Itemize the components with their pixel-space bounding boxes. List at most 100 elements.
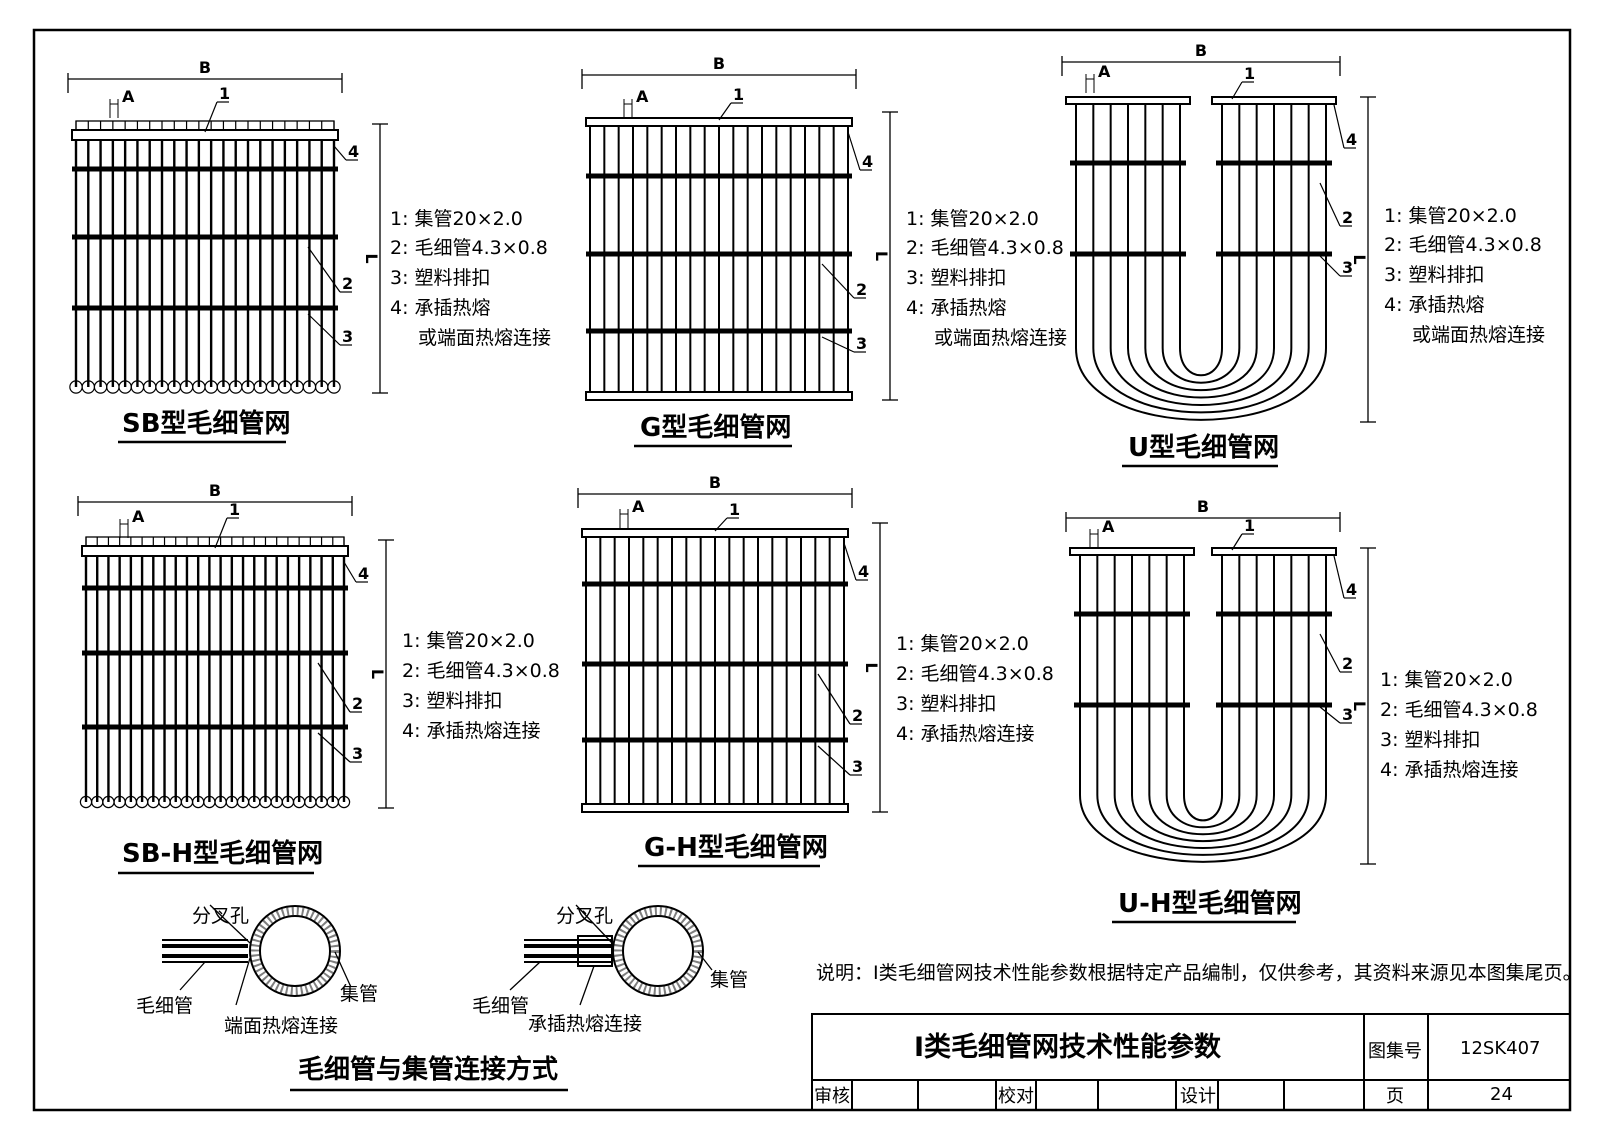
spacing-label: A xyxy=(1098,62,1111,81)
callout-leader xyxy=(204,101,218,133)
u-bend-tube xyxy=(1127,347,1275,399)
callout-leader xyxy=(307,246,341,293)
u-bend-tube xyxy=(1109,347,1293,406)
connection-detail-socket-fusion xyxy=(524,905,704,997)
sb-title: SB型毛细管网 xyxy=(122,408,291,439)
callout-leader xyxy=(718,102,732,121)
callout-leader xyxy=(1333,104,1345,149)
legend-g-2: 2: 毛细管4.3×0.8 xyxy=(906,237,1064,259)
legend-uh-3: 3: 塑料排扣 xyxy=(1380,729,1481,751)
callout-leader xyxy=(817,745,851,776)
legend-uh-2: 2: 毛细管4.3×0.8 xyxy=(1380,699,1538,721)
u-bend-tube xyxy=(1096,794,1310,856)
length-dimension-label: L xyxy=(362,253,381,263)
u-bend-tube xyxy=(1131,794,1275,842)
length-dimension-label: L xyxy=(1350,701,1369,711)
callout-number-3: 3 xyxy=(342,327,353,346)
callout-number-4: 4 xyxy=(358,564,369,583)
legend-u-4: 4: 承插热熔 xyxy=(1384,294,1485,316)
legend-gh-1: 1: 集管20×2.0 xyxy=(896,633,1029,655)
callout-number-4: 4 xyxy=(348,142,359,161)
callout-leader xyxy=(317,662,351,713)
legend-g-5: 或端面热熔连接 xyxy=(934,327,1067,349)
callout-leader xyxy=(714,517,728,532)
callout-leader xyxy=(1231,81,1243,100)
legend-gh-4: 4: 承插热熔连接 xyxy=(896,723,1035,745)
length-dimension-label: L xyxy=(872,251,891,261)
callout-leader xyxy=(214,517,228,549)
legend-g: 1: 集管20×2.0 2: 毛细管4.3×0.8 3: 塑料排扣 4: 承插热… xyxy=(906,208,1067,349)
callout-number-4: 4 xyxy=(858,562,869,581)
legend-gh-2: 2: 毛细管4.3×0.8 xyxy=(896,663,1054,685)
callout-number-4: 4 xyxy=(1346,130,1357,149)
sheet-border xyxy=(32,28,1572,1112)
legend-u-2: 2: 毛细管4.3×0.8 xyxy=(1384,234,1542,256)
g-title: G型毛细管网 xyxy=(640,412,791,443)
leader-line xyxy=(235,957,251,1006)
legend-g-4: 4: 承插热熔 xyxy=(906,297,1007,319)
header-pipe-outer xyxy=(612,905,704,997)
length-dimension-label: L xyxy=(368,669,387,679)
callout-number-3: 3 xyxy=(856,334,867,353)
callout-number-1: 1 xyxy=(1244,516,1255,535)
callout-number-1: 1 xyxy=(229,500,240,519)
u-bend-tube xyxy=(1183,794,1223,822)
callout-number-2: 2 xyxy=(856,280,867,299)
callout-number-4: 4 xyxy=(1346,580,1357,599)
u-bend-tube xyxy=(1075,347,1327,421)
note-text: 说明：I类毛细管网技术性能参数根据特定产品编制，仅供参考，其资料来源见本图集尾页… xyxy=(816,962,1582,984)
u-bend-tube xyxy=(1144,347,1258,391)
legend-g-1: 1: 集管20×2.0 xyxy=(906,208,1039,230)
callout-leader xyxy=(307,313,341,346)
callout-leader xyxy=(1319,633,1341,673)
u-bend-tube xyxy=(1092,347,1310,414)
header-pipe-right xyxy=(1211,96,1337,105)
leader-line xyxy=(209,904,251,944)
legend-gh-3: 3: 塑料排扣 xyxy=(896,693,997,715)
header-pipe-wall xyxy=(614,907,702,995)
header-pipe-wall xyxy=(251,907,339,995)
uh-title: U-H型毛细管网 xyxy=(1118,888,1302,919)
page-label: 页 xyxy=(1386,1086,1404,1107)
legend-sb-1: 1: 集管20×2.0 xyxy=(390,208,523,230)
width-dimension-label: B xyxy=(199,58,211,77)
callout-number-2: 2 xyxy=(352,694,363,713)
connection-labels: 分叉孔 毛细管 端面热熔连接 集管 分叉孔 毛细管 承插热熔连接 集管 xyxy=(136,905,748,1037)
title-block xyxy=(811,1013,1571,1111)
legend-sb-2: 2: 毛细管4.3×0.8 xyxy=(390,237,548,259)
u-bend-tube xyxy=(1079,794,1327,863)
tube-end-bend xyxy=(327,380,341,394)
callout-leader xyxy=(847,131,861,171)
length-dimension-label: L xyxy=(862,662,881,672)
sbh-title: SB-H型毛细管网 xyxy=(122,838,323,869)
callout-number-4: 4 xyxy=(862,152,873,171)
connection-title: 毛细管与集管连接方式 xyxy=(298,1054,558,1085)
length-dimension-label: L xyxy=(1350,254,1369,264)
left-header-label: 集管 xyxy=(340,983,378,1005)
header-pipe-left xyxy=(1069,547,1195,556)
tube-end-bend xyxy=(337,795,351,809)
bottom-header-pipe xyxy=(581,803,849,813)
callout-number-1: 1 xyxy=(1244,64,1255,83)
title-block-title: Ⅰ类毛细管网技术性能参数 xyxy=(914,1031,1222,1063)
legend-u-1: 1: 集管20×2.0 xyxy=(1384,205,1517,227)
title-block-frame xyxy=(811,1013,1571,1111)
width-dimension-label: B xyxy=(209,481,221,500)
width-dimension-label: B xyxy=(713,54,725,73)
legend-sbh-4: 4: 承插热熔连接 xyxy=(402,720,541,742)
legend-u-5: 或端面热熔连接 xyxy=(1412,324,1545,346)
header-pipe-outer xyxy=(249,905,341,997)
legend-sb: 1: 集管20×2.0 2: 毛细管4.3×0.8 3: 塑料排扣 4: 承插热… xyxy=(390,208,551,349)
legend-g-3: 3: 塑料排扣 xyxy=(906,267,1007,289)
u-bend-tube xyxy=(1148,794,1258,836)
u-title: U型毛细管网 xyxy=(1128,432,1279,463)
legend-sbh-1: 1: 集管20×2.0 xyxy=(402,630,535,652)
callout-number-1: 1 xyxy=(729,500,740,519)
